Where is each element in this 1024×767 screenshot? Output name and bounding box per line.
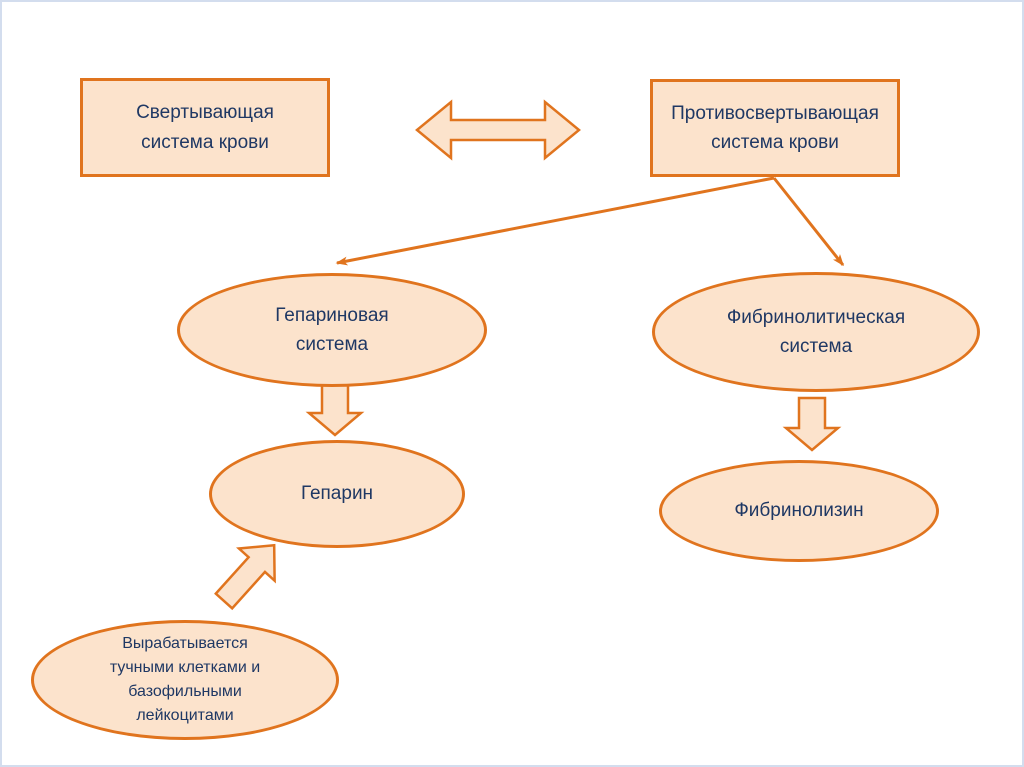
node-coagulation-system: Свертывающая система крови bbox=[80, 78, 330, 177]
node-heparin-source: Вырабатывается тучными клетками и базофи… bbox=[31, 620, 339, 740]
double-arrow bbox=[415, 99, 581, 161]
node-fibrinolysin: Фибринолизин bbox=[659, 460, 939, 562]
arrow-to-heparin-system bbox=[335, 176, 775, 266]
node-anticoagulation-system: Противосвертывающая система крови bbox=[650, 79, 900, 177]
node-fibrinolytic-system: Фибринолитическая система bbox=[652, 272, 980, 392]
block-arrow-down-right bbox=[782, 396, 842, 452]
arrow-to-fibrinolytic-system bbox=[772, 177, 845, 267]
node-heparin: Гепарин bbox=[209, 440, 465, 548]
block-arrow-down-left bbox=[305, 381, 365, 437]
node-heparin-system: Гепариновая система bbox=[177, 273, 487, 387]
